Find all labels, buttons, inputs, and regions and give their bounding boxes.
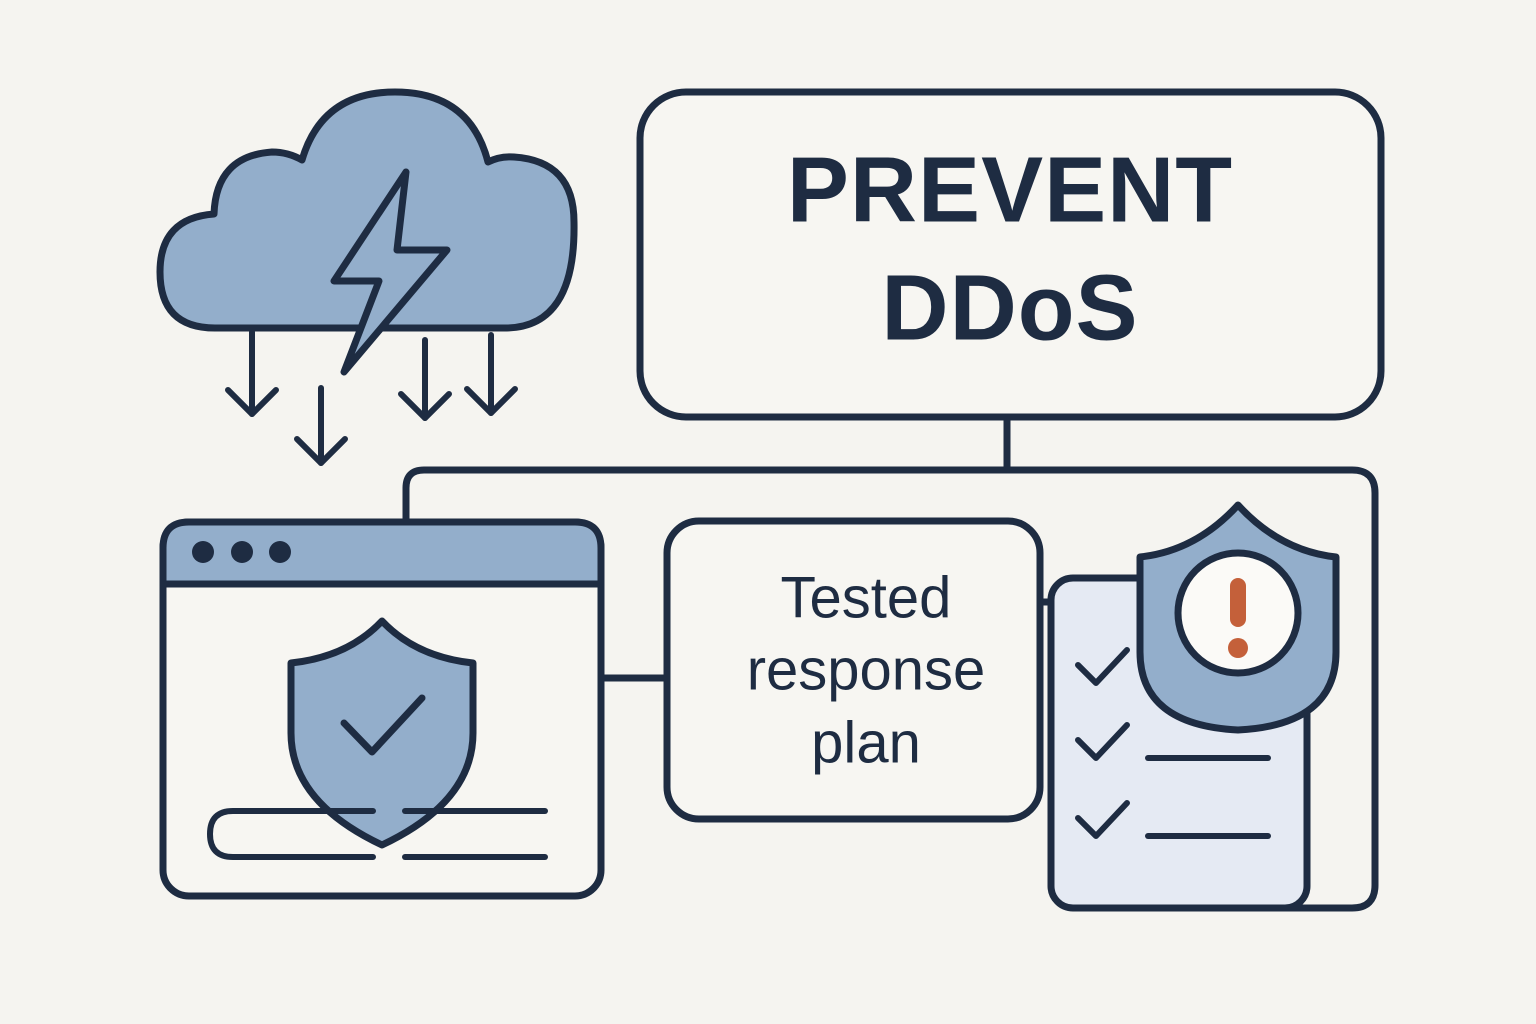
title-node-box[interactable] [636, 88, 1385, 421]
check-icon-2 [1075, 722, 1130, 761]
down-arrow-icon-1 [225, 329, 279, 417]
shield-check-icon [287, 617, 477, 849]
checklist-row-2 [1075, 722, 1271, 761]
title-line-1: PREVENT [787, 138, 1233, 242]
plan-line-2: response [747, 637, 986, 702]
browser-dot-1 [192, 541, 214, 563]
storm-cloud-icon [156, 88, 578, 376]
browser-dot-2 [231, 541, 253, 563]
attack-arrows-group [225, 329, 518, 466]
down-arrow-icon-4 [464, 332, 518, 416]
exclamation-icon-dot [1228, 638, 1248, 658]
shield-check-body [287, 617, 477, 849]
exclamation-icon-stem [1230, 578, 1246, 627]
connector-bus-left [402, 466, 1011, 529]
cloud-shape [156, 88, 578, 332]
check-icon [340, 694, 426, 756]
lightning-bolt-icon [330, 168, 451, 376]
browser-dot-3 [269, 541, 291, 563]
plan-node-box[interactable] [663, 517, 1044, 823]
connector-bus-right-frame [1003, 466, 1379, 912]
down-arrow-icon-2 [294, 385, 348, 466]
check-icon-3 [1075, 800, 1130, 839]
plan-line-3: plan [811, 710, 921, 775]
browser-text-line-left [207, 808, 376, 860]
shield-alert-icon[interactable] [1136, 501, 1340, 734]
checklist-row-3 [1075, 800, 1271, 839]
plan-line-1: Tested [781, 565, 952, 630]
browser-window-icon[interactable] [159, 518, 605, 900]
down-arrow-icon-3 [398, 337, 452, 421]
check-icon-1 [1075, 647, 1130, 686]
title-line-2: DDoS [881, 256, 1138, 360]
browser-title-bar [159, 518, 605, 588]
plan-node[interactable]: Tested response plan [663, 517, 1044, 823]
title-node[interactable]: PREVENT DDoS [636, 88, 1385, 421]
